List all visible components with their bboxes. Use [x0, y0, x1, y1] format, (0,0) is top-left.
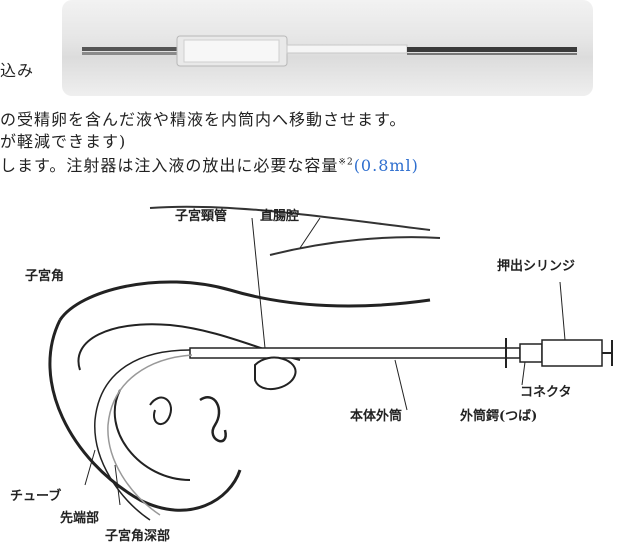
- label-gaitou-tsuba: 外筒鍔(つば): [459, 408, 537, 424]
- label-chokucho: 直腸腔: [260, 208, 299, 224]
- text-line-4-main: します。注射器は注入液の放出に必要な容量: [0, 156, 339, 175]
- label-hontai-gaitou: 本体外筒: [350, 408, 402, 424]
- volume-value: (0.8ml): [353, 156, 419, 175]
- label-shikyu-kaku: 子宮角: [25, 268, 64, 284]
- footnote-mark: ※2: [338, 157, 354, 168]
- catheter-image: [82, 35, 577, 67]
- label-connector: コネクタ: [520, 385, 571, 400]
- text-line-2: の受精卵を含んだ液や精液を内筒内へ移動させます。: [0, 110, 407, 129]
- label-shinbu: 子宮角深部: [105, 528, 170, 542]
- text-line-4: します。注射器は注入液の放出に必要な容量※2(0.8ml): [0, 152, 419, 176]
- label-oshidashi-syringe: 押出シリンジ: [497, 258, 575, 274]
- text-line-1: 込み: [0, 61, 35, 80]
- insertion-diagram: 子宮頸管 直腸腔 子宮角 押出シリンジ コネクタ 外筒鍔(つば) 本体外筒 チュ…: [10, 205, 613, 542]
- text-line-3: が軽減できます): [0, 132, 127, 151]
- label-shikyu-keikan: 子宮頸管: [175, 208, 227, 224]
- label-sentan: 先端部: [60, 510, 99, 526]
- label-tube: チューブ: [10, 488, 61, 504]
- catheter-photo: [62, 0, 593, 96]
